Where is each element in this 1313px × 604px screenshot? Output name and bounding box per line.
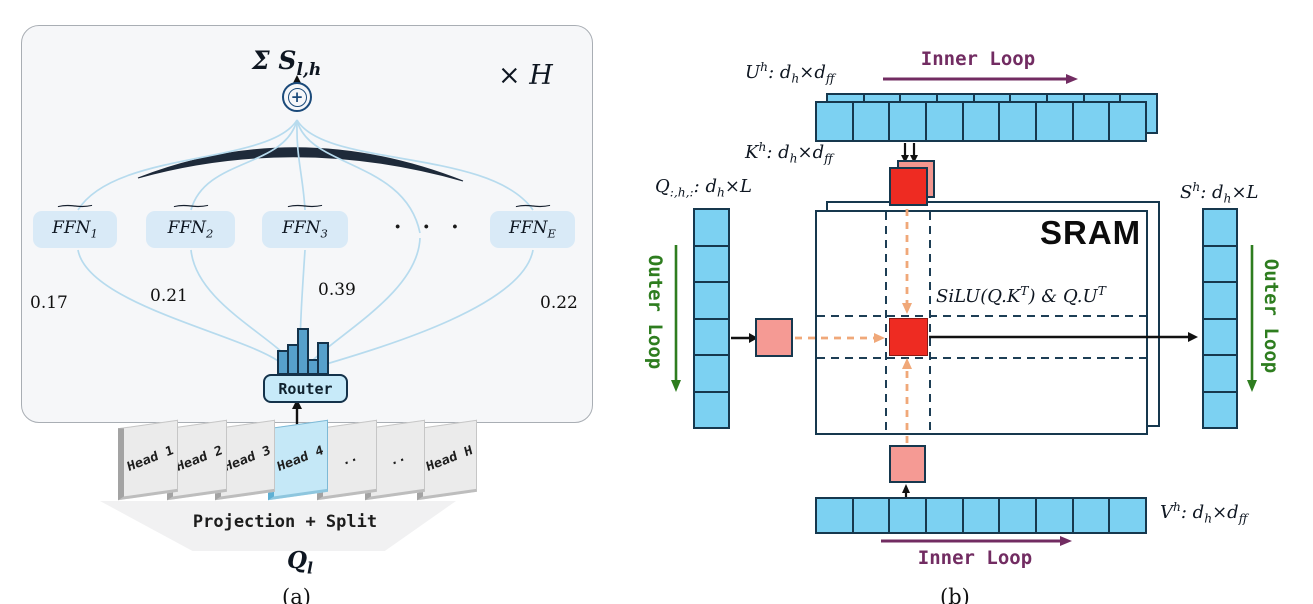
head-card-1: Head 1 <box>118 419 178 501</box>
matrix-cell <box>925 103 962 140</box>
q-tile <box>755 318 793 357</box>
matrix-cell <box>851 499 889 532</box>
tile-flow-arrows <box>795 209 909 443</box>
v-tile <box>889 445 926 483</box>
gate-weight-2: 0.21 <box>150 286 188 306</box>
router-bar <box>317 342 329 375</box>
ellipsis: · · · <box>394 214 466 239</box>
matrix-cell <box>888 499 926 532</box>
matrix-cell <box>695 210 728 245</box>
query-input-label: Ql <box>287 547 313 578</box>
tilde-decoration: ∼ <box>509 198 556 215</box>
head-label: Head 1 <box>125 442 176 475</box>
head-label: .. <box>388 448 407 469</box>
sum-plus-icon: + <box>282 82 312 112</box>
expert-ffn-2: ∼ FFN2 <box>146 198 235 248</box>
inner-loop-label-top: Inner Loop <box>920 48 1036 70</box>
inner-loop-arrows <box>881 74 1078 546</box>
k-matrix-label: Kh: dh×dff <box>745 140 833 166</box>
sram-dashed-bands <box>817 212 1146 433</box>
expert-label: FFN2 <box>167 218 214 241</box>
head-card-4-selected: Head 4 <box>268 419 328 501</box>
matrix-cell <box>695 281 728 318</box>
matrix-cell <box>998 103 1036 140</box>
matrix-cell <box>1204 210 1236 245</box>
matrix-cell <box>1204 317 1236 354</box>
outer-loop-label-left: Outer Loop <box>644 254 666 370</box>
head-card-H: Head H <box>417 419 477 501</box>
matrix-cell <box>695 354 728 391</box>
q-vector-column <box>693 208 730 429</box>
plus-icon: + <box>287 87 307 107</box>
tilde-decoration: ∼ <box>167 198 214 215</box>
outer-loop-label-right: Outer Loop <box>1260 258 1282 374</box>
matrix-cell <box>1035 103 1072 140</box>
matrix-cell <box>695 390 728 427</box>
black-flow-arrows <box>731 332 1198 497</box>
matrix-cell <box>925 499 962 532</box>
sram-title: SRAM <box>1040 214 1142 251</box>
expert-label: FFNE <box>509 218 556 241</box>
matrix-cell <box>1204 281 1236 318</box>
matrix-cell <box>998 499 1036 532</box>
matrix-cell <box>961 499 999 532</box>
sum-output-label: Σ Sl,h <box>252 46 322 80</box>
q-matrix-label: Q:,h,:: dh×L <box>655 176 752 200</box>
matrix-cell <box>1204 244 1236 281</box>
head-label: Head 4 <box>275 442 326 475</box>
v-matrix-label: Vh: dh×dff <box>1160 500 1248 526</box>
silu-formula: SiLU(Q.KT) & Q.UT <box>936 284 1106 307</box>
caption-a: (a) <box>282 585 311 604</box>
expert-ffn-1: ∼ FFN1 <box>33 198 117 248</box>
gate-weight-1: 0.17 <box>30 293 68 313</box>
matrix-cell <box>1108 103 1146 140</box>
u-matrix-strip <box>815 101 1147 142</box>
inner-loop-label-bottom: Inner Loop <box>917 547 1033 569</box>
panel-b-arrows <box>671 74 1257 546</box>
expert-links-top <box>77 119 534 234</box>
matrix-cell <box>1071 499 1109 532</box>
router-probability-bars <box>277 327 337 375</box>
tilde-decoration: ∼ <box>52 198 98 215</box>
matrix-cell <box>817 103 852 140</box>
k-tile <box>889 167 928 206</box>
gate-weight-3: 0.39 <box>318 280 356 300</box>
matrix-cell <box>1204 354 1236 391</box>
matrix-cell <box>1035 499 1072 532</box>
head-label: Head 3 <box>222 442 273 475</box>
gather-arc <box>137 147 464 182</box>
gate-weight-4: 0.22 <box>540 293 578 313</box>
matrix-cell <box>851 103 889 140</box>
sram-box-front <box>815 210 1148 435</box>
router-box: Router <box>263 374 348 403</box>
matrix-cell <box>1071 103 1109 140</box>
matrix-cell <box>1204 390 1236 427</box>
repeat-factor-label: × H <box>498 60 553 91</box>
matrix-cell <box>695 317 728 354</box>
compute-tile <box>889 318 928 356</box>
caption-b: (b) <box>940 585 970 604</box>
expert-ffn-3: ∼ FFN3 <box>262 198 348 248</box>
s-vector-column <box>1202 208 1238 429</box>
head-label: Head 2 <box>174 442 225 475</box>
u-to-k-arrows <box>901 143 918 163</box>
outer-loop-arrows <box>671 245 1257 392</box>
matrix-cell <box>888 103 926 140</box>
head-label: Head H <box>424 442 475 475</box>
u-matrix-label: Uh: dh×dff <box>745 60 835 86</box>
s-matrix-label: Sh: dh×L <box>1180 180 1259 206</box>
expert-ffn-E: ∼ FFNE <box>490 198 575 248</box>
projection-split-label: Projection + Split <box>192 512 378 532</box>
v-matrix-strip <box>815 497 1147 534</box>
expert-label: FFN3 <box>282 218 328 241</box>
matrix-cell <box>695 244 728 281</box>
tilde-decoration: ∼ <box>282 198 328 215</box>
expert-label: FFN1 <box>52 218 98 241</box>
matrix-cell <box>961 103 999 140</box>
matrix-cell <box>817 499 852 532</box>
head-label: .. <box>340 448 359 469</box>
matrix-cell <box>1108 499 1146 532</box>
